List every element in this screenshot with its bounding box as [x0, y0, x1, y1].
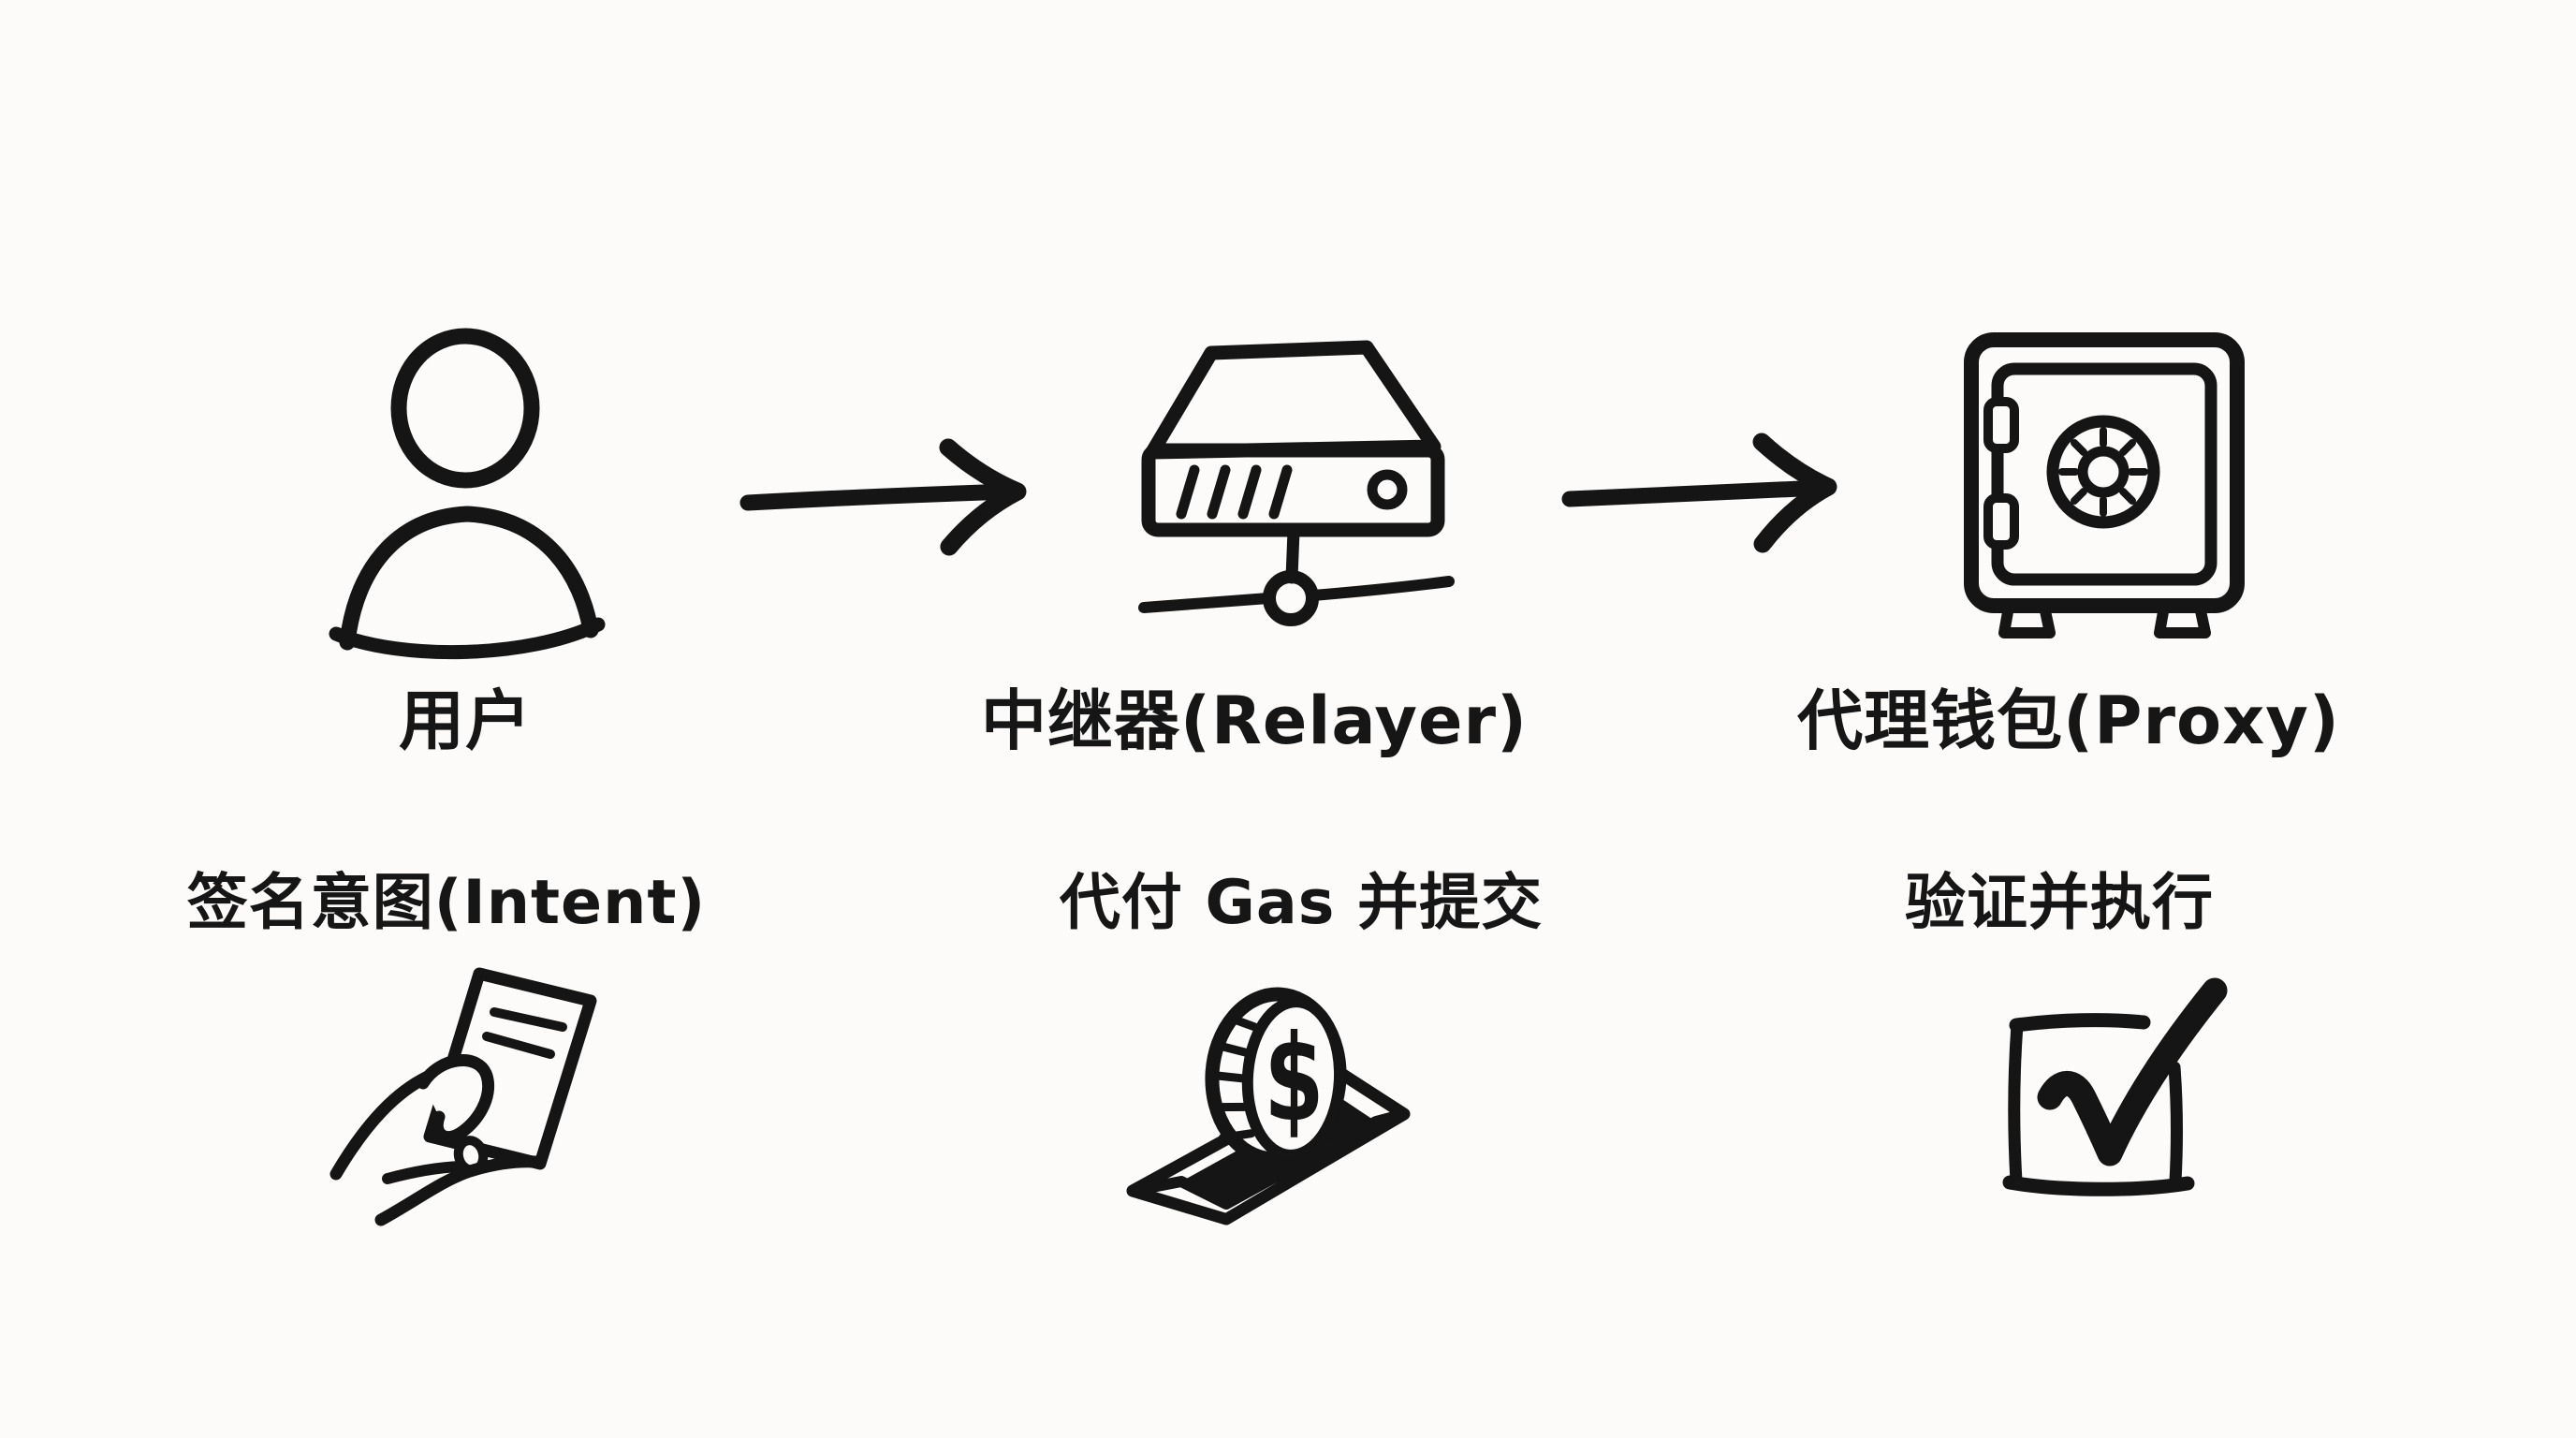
arrow-right-icon: [1561, 433, 1837, 553]
proxy-role-label: 代理钱包(Proxy): [1797, 682, 2340, 759]
dial-ticks: [2058, 427, 2148, 517]
relayer-role-label: 中继器(Relayer): [980, 682, 1529, 759]
arrow-right-icon: [739, 438, 1027, 556]
coin: [1205, 987, 1347, 1167]
hand-holding-signed-document-icon: [329, 967, 597, 1226]
safe-vault-icon: [1964, 332, 2245, 638]
network-server-icon: [1138, 340, 1455, 626]
person-icon: [329, 328, 606, 660]
user-action-label: 签名意图(Intent): [186, 868, 707, 938]
check-mark: [2037, 977, 2228, 1167]
relayer-action-label: 代付 Gas 并提交: [1059, 868, 1544, 938]
checked-checkbox-icon: [2002, 977, 2228, 1196]
dollar-sign: $: [1264, 1009, 1324, 1149]
proxy-action-label: 验证并执行: [1904, 868, 2215, 938]
user-role-label: 用户: [399, 682, 532, 759]
coin-into-slot-icon: $: [1126, 987, 1411, 1225]
